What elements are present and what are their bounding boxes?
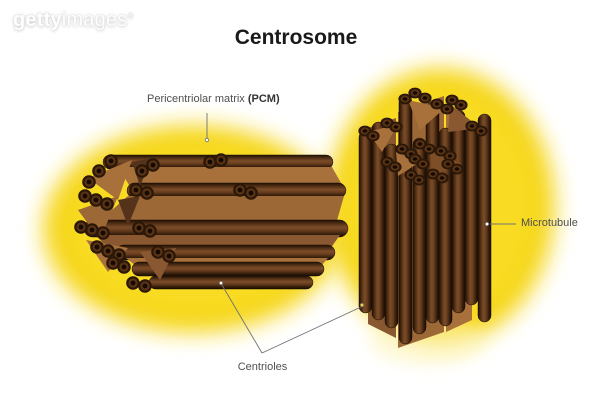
gettyimages-watermark-logo: gettyimages® <box>13 10 134 30</box>
registered-trademark-icon: ® <box>127 11 134 21</box>
left-centriole <box>74 153 349 293</box>
leader-lines <box>204 113 516 354</box>
label-pericentriolar-matrix: Pericentriolar matrix (PCM) <box>147 93 280 105</box>
label-microtubule: Microtubule <box>521 217 578 229</box>
watermark-images-text: images <box>61 9 128 31</box>
label-pcm-regular: Pericentriolar matrix <box>147 93 248 105</box>
watermark-getty-text: getty <box>13 9 62 31</box>
right-centriole <box>358 87 492 348</box>
label-pcm-abbreviation: (PCM) <box>247 93 280 105</box>
label-centrioles: Centrioles <box>237 361 288 373</box>
diagram-title: Centrosome <box>234 26 358 49</box>
